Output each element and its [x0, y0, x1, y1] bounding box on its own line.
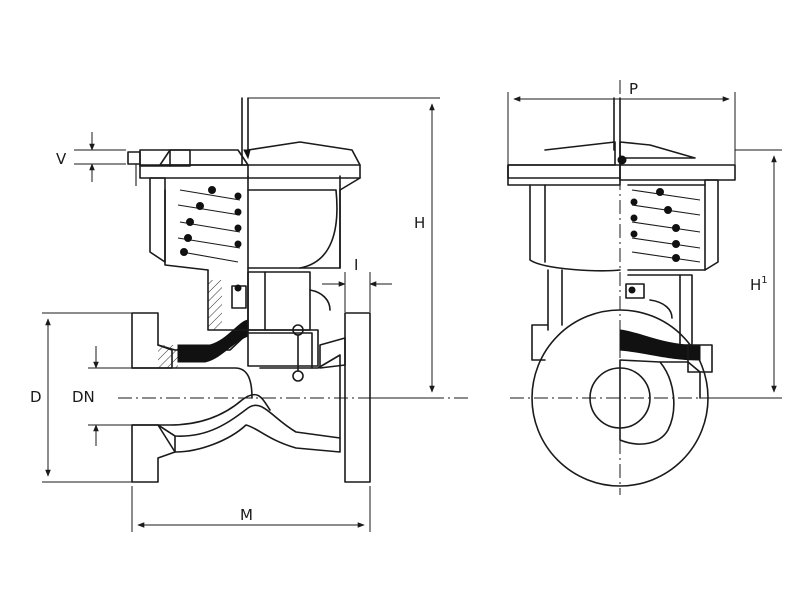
seal-ball	[234, 284, 242, 292]
side-housing-right-wall	[704, 179, 719, 271]
actuator-top-cover	[159, 149, 249, 166]
indicator-stem	[241, 97, 249, 166]
label-H1: H1	[750, 275, 768, 294]
side-diaphragm	[619, 329, 701, 361]
dim-I: I	[322, 256, 392, 312]
side-neck-left	[531, 269, 563, 361]
label-P: P	[629, 80, 638, 98]
dim-H1: H1	[700, 149, 782, 399]
side-neck-inner	[627, 274, 681, 319]
dim-D: D	[30, 312, 132, 483]
side-top-cover	[507, 141, 621, 179]
body-lower-wall	[157, 404, 341, 453]
side-view: P H1	[507, 80, 782, 495]
actuator-housing-wall	[149, 177, 166, 263]
side-body-outline	[659, 361, 701, 399]
actuator-top-flange	[139, 164, 249, 179]
side-top-flange-right	[619, 164, 736, 181]
outlet-flange-hub	[319, 337, 346, 369]
actuator-cap-flange	[247, 164, 361, 179]
clamp-nut	[292, 370, 304, 382]
inlet-passage-bottom	[131, 393, 271, 426]
dim-M: M	[131, 486, 371, 532]
stem-bracket	[247, 271, 311, 331]
label-M: M	[240, 506, 253, 524]
label-H: H	[414, 214, 425, 232]
body-upper-wall-hatch	[158, 345, 178, 368]
label-V: V	[56, 150, 67, 168]
stem-bracket-curve	[264, 271, 331, 331]
indicator-tip	[243, 149, 251, 160]
actuator-dome	[247, 189, 338, 269]
bonnet-neck-hatch	[208, 280, 222, 330]
dim-DN: DN	[72, 346, 132, 446]
pressure-port-fitting	[127, 149, 191, 186]
label-DN: DN	[72, 388, 95, 406]
inlet-flange-lower	[131, 424, 176, 483]
front-section-view: V H I D DN	[30, 97, 468, 532]
side-top-cover-right	[619, 141, 696, 159]
side-indicator-ball	[617, 155, 627, 165]
label-I: I	[354, 256, 358, 274]
side-indicator-stem	[613, 97, 621, 166]
actuator-cap	[247, 141, 361, 269]
dim-H: H	[248, 97, 440, 399]
side-spring	[630, 188, 701, 263]
spring	[177, 186, 242, 263]
outlet-flange	[344, 312, 371, 483]
dim-V: V	[56, 132, 126, 182]
clamp-plate	[247, 329, 319, 367]
outlet-passage	[259, 354, 341, 439]
side-body-section	[619, 359, 675, 445]
label-D: D	[30, 388, 42, 406]
side-seal-block	[625, 283, 645, 299]
side-flange-inner	[589, 367, 651, 429]
side-top-flange-left	[507, 164, 621, 186]
inlet-passage-top	[131, 367, 253, 399]
side-housing-left	[529, 184, 621, 272]
side-housing-right	[627, 184, 706, 271]
side-seal-ball	[628, 286, 636, 294]
dim-P: P	[507, 80, 736, 165]
